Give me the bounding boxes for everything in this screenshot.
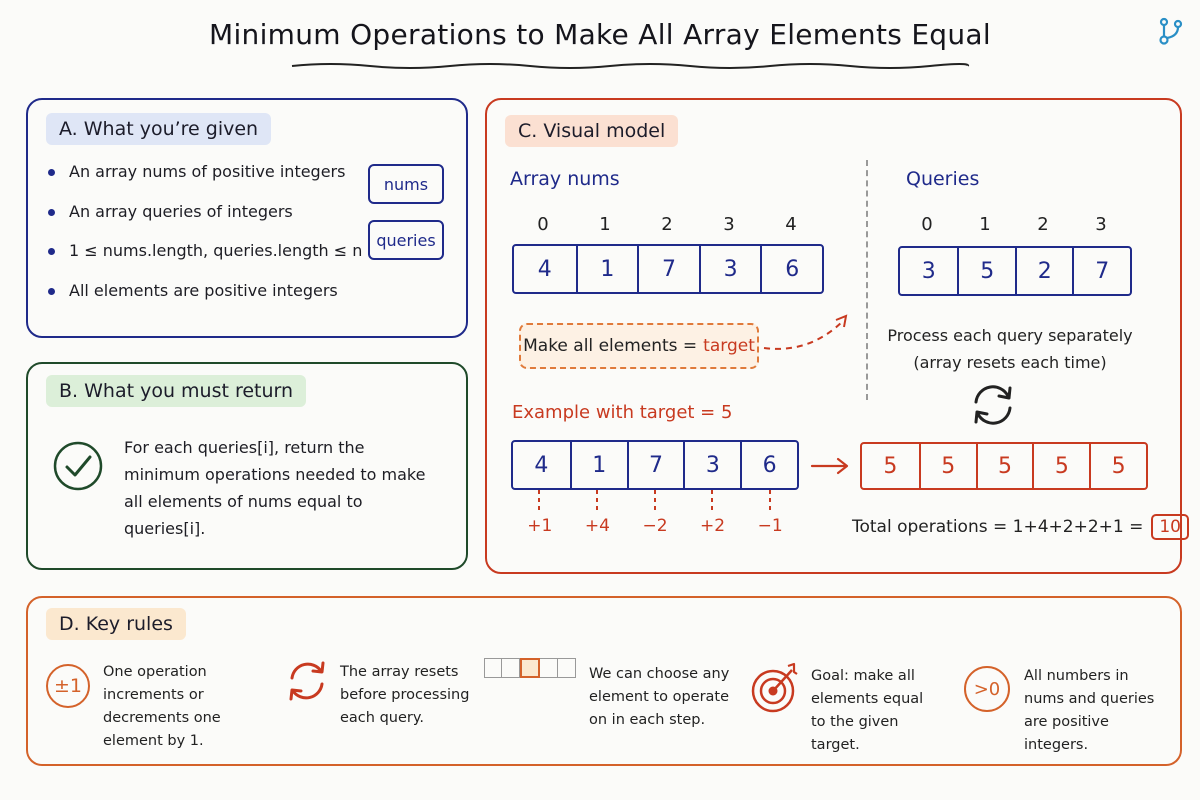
- panel-visual-model: [485, 98, 1182, 574]
- title-underline: [291, 63, 969, 69]
- array-select-icon: [484, 658, 576, 678]
- array-index: 3: [723, 214, 735, 235]
- array-nums: 4 1 7 3 6: [512, 244, 824, 294]
- example-cell: 3: [683, 442, 740, 488]
- op-label: −1: [757, 516, 783, 536]
- op-label: −2: [642, 516, 668, 536]
- result-cell: 5: [918, 444, 976, 488]
- queries-index-row: 0 1 2 3: [898, 214, 1130, 235]
- array-cell: 4: [537, 256, 552, 282]
- op-label: +1: [527, 516, 553, 536]
- section-d-tag: D. Key rules: [46, 608, 186, 640]
- query-cell: 7: [1072, 248, 1130, 294]
- target-word: target: [703, 336, 755, 356]
- result-cell: 5: [1032, 444, 1089, 488]
- array-index: 4: [785, 214, 797, 235]
- return-description: For each queries[i], return the minimum …: [124, 438, 426, 538]
- section-c-tag: C. Visual model: [505, 115, 679, 147]
- checkmark-circle-icon: [53, 441, 103, 491]
- page-title: Minimum Operations to Make All Array Ele…: [209, 18, 991, 51]
- panel-key-rules: [26, 596, 1182, 766]
- example-cell: 4: [534, 452, 549, 478]
- query-cell: 3: [921, 258, 936, 284]
- rule-text: We can choose any element to operate on …: [589, 666, 730, 728]
- total-operations: Total operations = 1+4+2+2+1 = 10: [852, 514, 1189, 540]
- array-index-row: 0 1 2 3 4: [512, 214, 822, 235]
- divider: [866, 160, 868, 400]
- array-title: Array nums: [510, 168, 620, 190]
- dashed-arrow-icon: [763, 314, 848, 350]
- total-label: Total operations = 1+4+2+2+1 =: [852, 517, 1144, 537]
- result-cell: 5: [883, 453, 898, 479]
- list-item: An array queries of integers: [48, 202, 362, 242]
- query-cell: 5: [957, 248, 1015, 294]
- reset-arrows-icon: [289, 661, 325, 701]
- example-array: 4 1 7 3 6: [511, 440, 799, 490]
- op-dashes: [538, 490, 771, 514]
- section-a-tag: A. What you’re given: [46, 113, 272, 145]
- array-cell: 3: [698, 246, 761, 292]
- given-list: An array nums of positive integers An ar…: [48, 162, 362, 320]
- example-cell: 6: [740, 442, 797, 488]
- result-cell: 5: [975, 444, 1033, 488]
- array-cell: 6: [760, 246, 822, 292]
- query-index: 1: [979, 214, 991, 235]
- list-item: An array nums of positive integers: [48, 162, 362, 202]
- rule-text: The array resets before processing each …: [340, 664, 470, 726]
- query-index: 2: [1037, 214, 1049, 235]
- target-label: Make all elements =: [523, 336, 698, 356]
- refresh-icon: [974, 385, 1012, 425]
- array-index: 2: [661, 214, 673, 235]
- panel-return: [26, 362, 468, 570]
- bullet-dot: [48, 208, 55, 216]
- chip-queries: queries: [368, 220, 444, 260]
- rule-text: All numbers in nums and queries are posi…: [1024, 668, 1155, 753]
- op-label: +2: [700, 516, 726, 536]
- arrow-right-icon: [810, 457, 849, 475]
- bullet-dot: [48, 287, 55, 295]
- example-cell: 7: [626, 442, 684, 488]
- git-branch-icon: [1159, 17, 1183, 45]
- query-index: 3: [1095, 214, 1107, 235]
- bullet-dot: [48, 169, 55, 176]
- array-index: 1: [599, 214, 611, 235]
- list-item: 1 ≤ nums.length, queries.length ≤ n: [48, 241, 362, 281]
- result-cell: 5: [1089, 444, 1146, 488]
- section-b-tag: B. What you must return: [46, 375, 307, 407]
- array-cell: 1: [575, 246, 638, 292]
- bullet-dot: [48, 248, 55, 255]
- panel-given: [26, 98, 468, 338]
- list-item: All elements are positive integers: [48, 281, 362, 321]
- total-value: 10: [1151, 514, 1189, 540]
- op-label: +4: [584, 516, 610, 536]
- target-box: Make all elements = target: [519, 323, 759, 369]
- array-index: 0: [537, 214, 549, 235]
- rule-text: Goal: make all elements equal to the giv…: [811, 668, 924, 753]
- greater-than-zero-icon: >0: [964, 666, 1010, 712]
- target-icon: [751, 662, 798, 713]
- result-array: 5 5 5 5 5: [860, 442, 1148, 490]
- query-cell: 2: [1014, 248, 1073, 294]
- query-index: 0: [921, 214, 933, 235]
- example-title: Example with target = 5: [512, 402, 733, 423]
- ops-row: +1 +4 −2 +2 −1: [511, 516, 799, 536]
- example-cell: 1: [569, 442, 627, 488]
- process-note: Process each query separately (array res…: [887, 326, 1133, 372]
- plus-minus-one-icon: ±1: [46, 664, 90, 708]
- chip-nums: nums: [368, 164, 444, 204]
- queries-title: Queries: [906, 168, 980, 190]
- rule-text: One operation increments or decrements o…: [103, 664, 221, 749]
- array-cell: 7: [637, 246, 699, 292]
- queries-array: 3 5 2 7: [898, 246, 1132, 296]
